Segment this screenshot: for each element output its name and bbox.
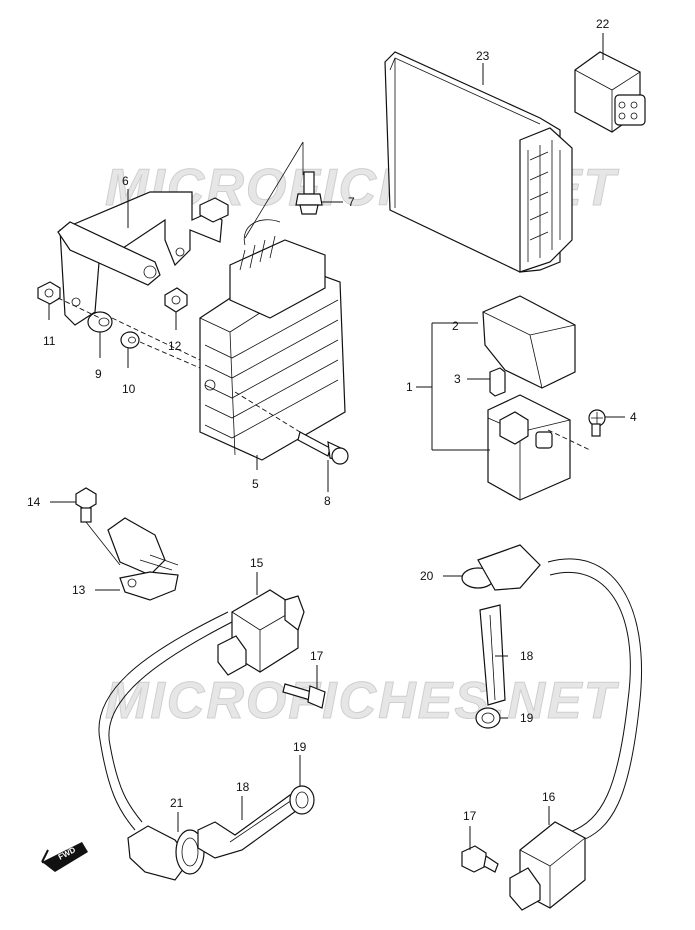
plug-lead-left [98, 611, 229, 831]
callout-20: 20 [420, 569, 434, 583]
nut-part-11 [37, 281, 61, 305]
regulator-part-5 [199, 219, 346, 461]
callout-22: 23 [476, 49, 490, 63]
watermark-bottom: MICROFICHES.NET [105, 672, 620, 730]
callout-14: 14 [27, 495, 41, 509]
callout-5: 5 [252, 477, 259, 491]
callout-17-lower: 17 [463, 809, 477, 823]
plug-lead-part-18-lower [197, 794, 301, 859]
callout-23: 22 [596, 17, 610, 31]
nut-part-12 [164, 287, 188, 313]
callout-15: 15 [250, 556, 264, 570]
collar-part-10 [120, 331, 140, 349]
ecm-unit [384, 51, 573, 273]
bracket-part-6 [57, 191, 229, 326]
bolt-part-14 [75, 487, 97, 523]
callout-18-upper: 18 [520, 649, 534, 663]
callout-12: 12 [168, 339, 182, 353]
callout-8: 8 [324, 494, 331, 508]
bolt-part-8 [297, 431, 349, 465]
callout-11: 11 [43, 334, 56, 348]
sensor-part-13 [107, 517, 179, 601]
plug-cap-part-20 [461, 544, 541, 591]
relay-part-23 [574, 51, 646, 133]
callout-16: 16 [542, 790, 556, 804]
callout-10: 10 [122, 382, 136, 396]
callout-6: 6 [122, 174, 129, 188]
leader-lines [48, 33, 625, 850]
plug-cap-part-21 [127, 825, 205, 881]
callout-labels: 23 22 6 7 11 9 10 12 2 1 3 4 5 8 14 13 1… [27, 17, 637, 823]
sleeve-part-19-lower [289, 785, 315, 815]
screw-part-4 [588, 409, 606, 437]
plug-lead-right [547, 558, 642, 843]
callout-19-upper: 19 [520, 711, 534, 725]
callout-18-lower: 18 [236, 780, 250, 794]
callout-21: 21 [170, 796, 184, 810]
callout-17-upper: 17 [310, 649, 324, 663]
callout-2: 2 [452, 319, 459, 333]
starter-relay-part-1 [482, 295, 576, 501]
direction-arrow: FWD [41, 842, 88, 872]
callout-7: 7 [348, 195, 355, 209]
ignition-coil-part-16 [509, 821, 586, 911]
callout-13: 13 [72, 583, 86, 597]
callout-9: 9 [95, 367, 102, 381]
sleeve-part-19-upper [475, 707, 501, 729]
callout-19-lower: 19 [293, 740, 307, 754]
bolt-part-7 [295, 171, 323, 215]
ignition-coil-part-15 [217, 589, 305, 676]
plug-lead-left-inner [108, 621, 233, 823]
grommet-part-9 [87, 311, 113, 333]
plug-lead-part-18-upper [479, 604, 506, 706]
callout-4: 4 [630, 410, 637, 424]
plug-lead-right-inner [549, 571, 631, 833]
bolt-part-17-upper [282, 683, 326, 709]
callout-3: 3 [454, 372, 461, 386]
bolt-part-17-lower [461, 845, 499, 873]
callout-1: 1 [406, 380, 413, 394]
